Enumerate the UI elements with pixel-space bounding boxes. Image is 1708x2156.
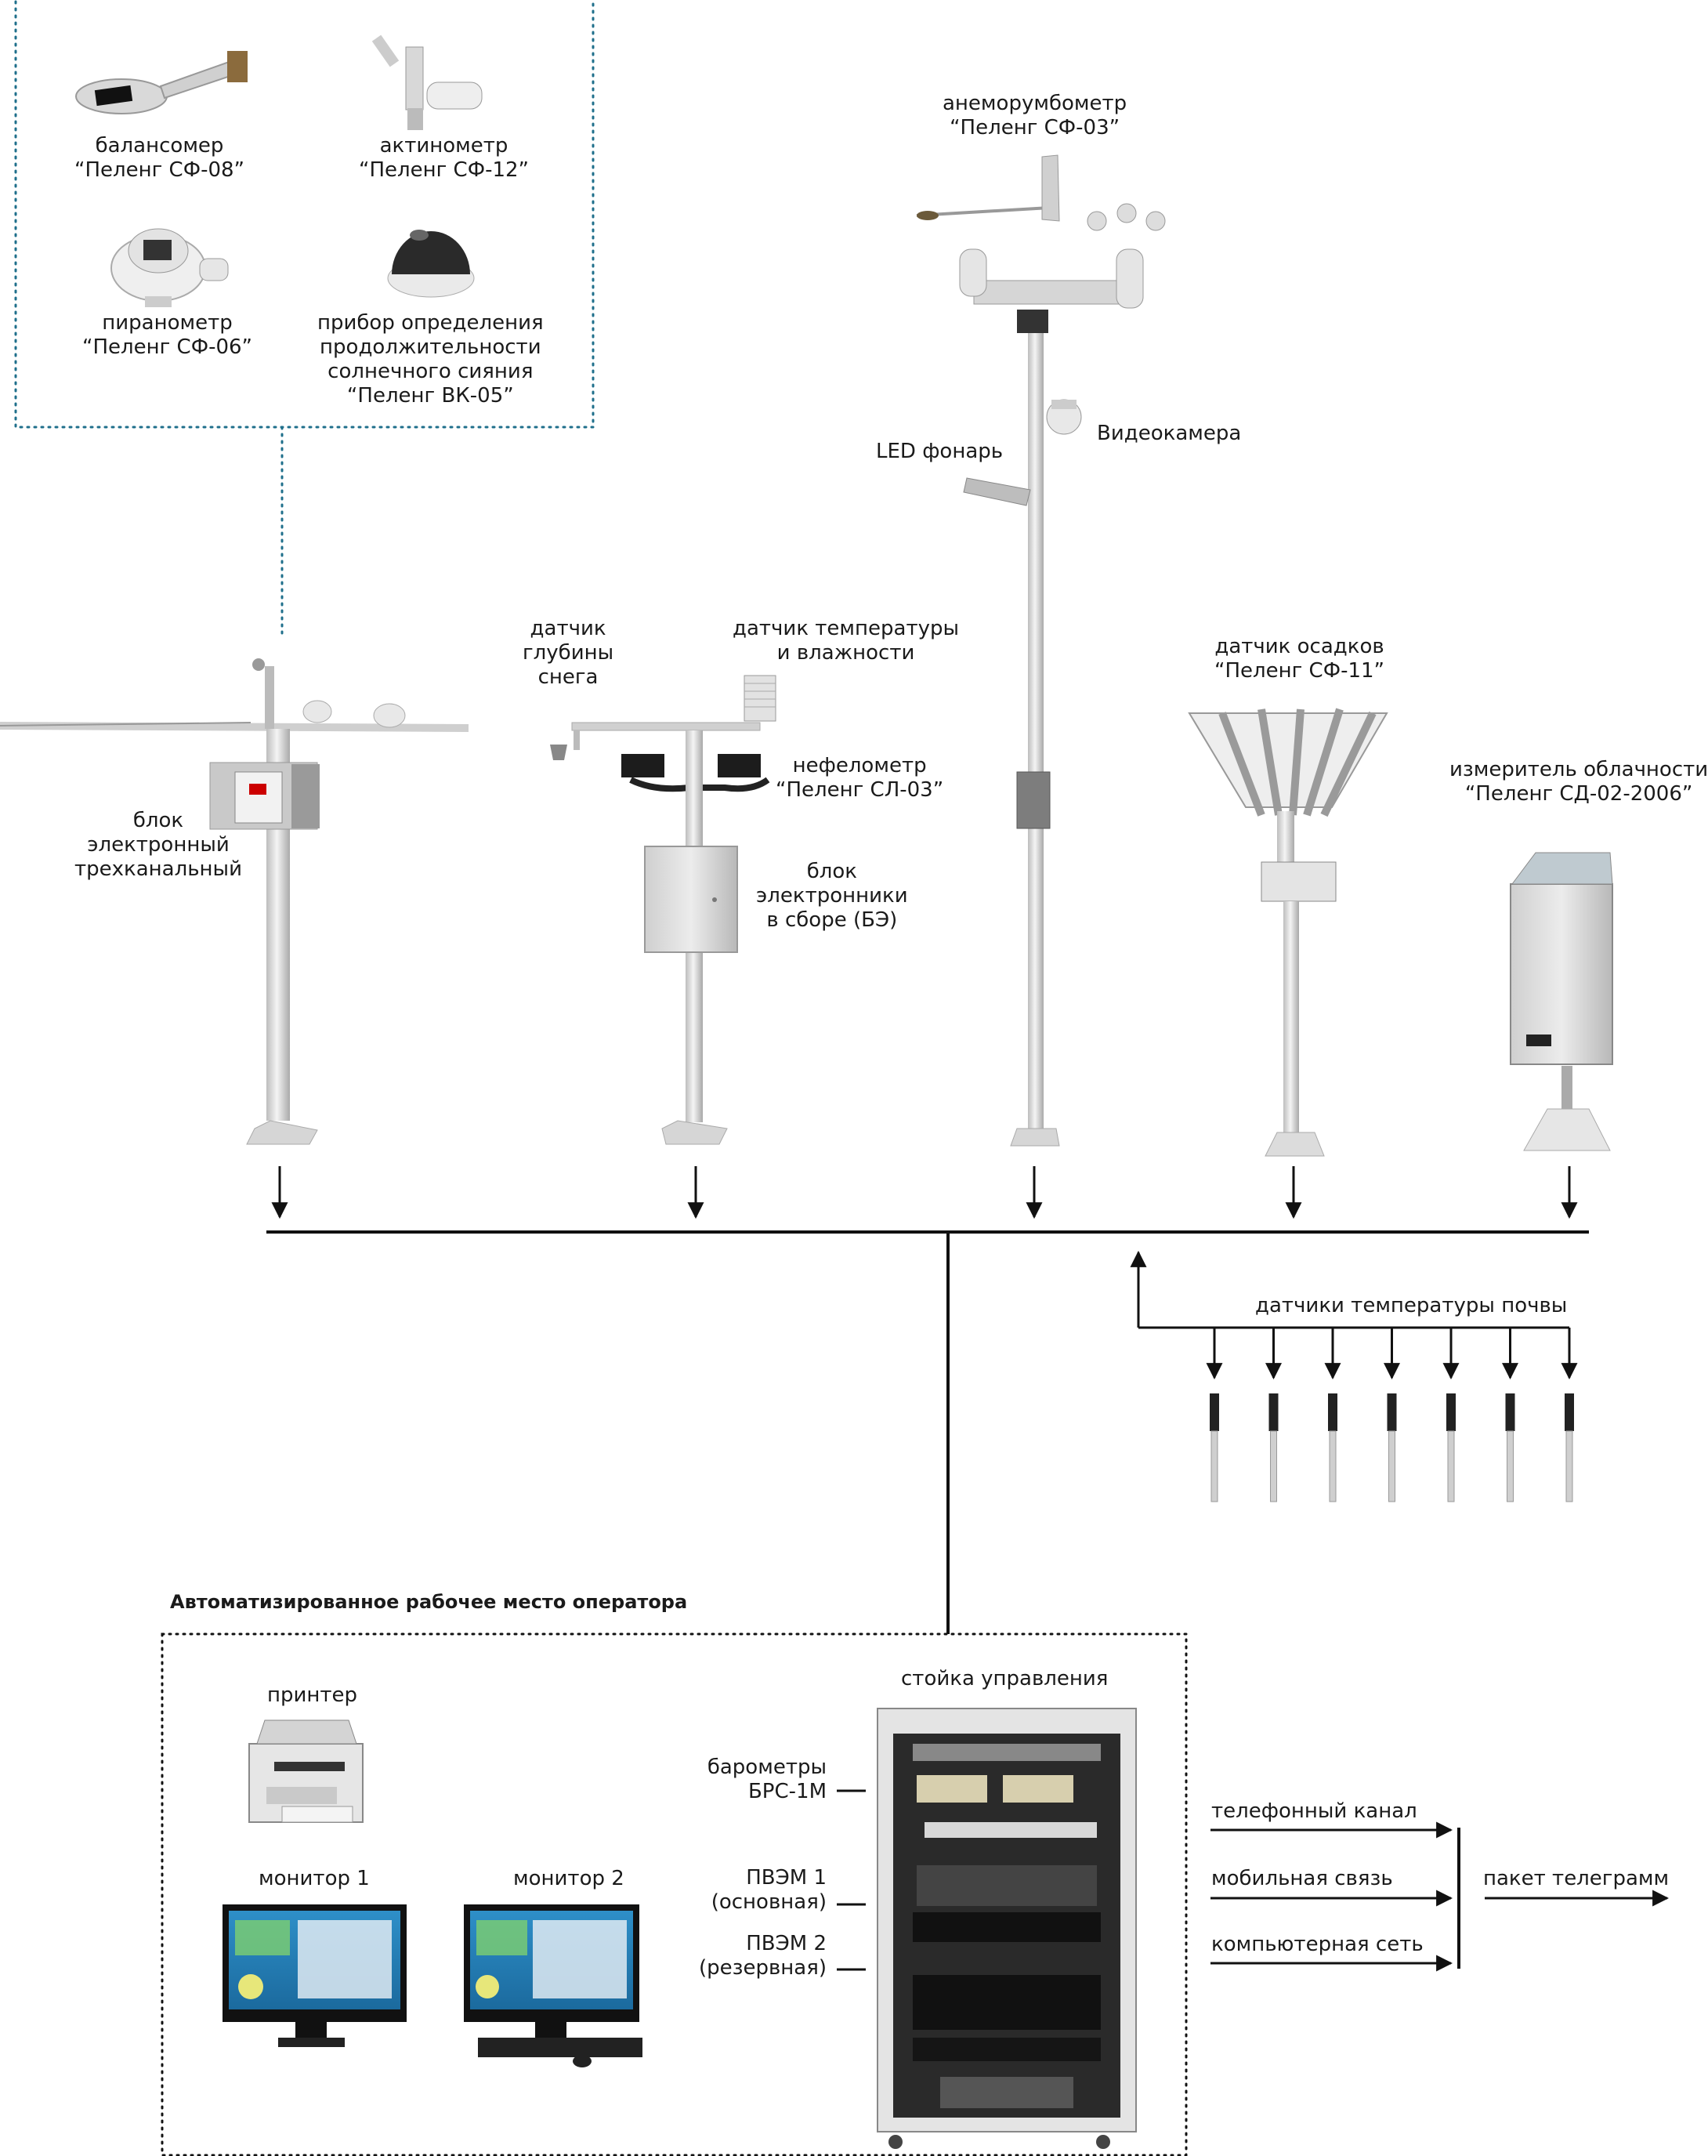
label-pc-1: ПВЭМ 1(основная) [711,1866,827,1914]
soil-probe [1442,1328,1460,1502]
rack-pointer-lines [837,1789,866,1971]
output-channels [1210,1821,1670,1972]
label-telegram-package: пакет телеграмм [1483,1867,1670,1890]
soil-probe [1502,1328,1518,1502]
label-monitor-1: монитор 1 [259,1867,370,1890]
printer-image [248,1719,364,1823]
soil-probe [1561,1328,1578,1502]
label-precipitation-sensor: датчик осадков“Пеленг СФ-11” [1214,635,1385,683]
label-balance-meter: балансомер“Пеленг СФ-08” [74,134,245,182]
left-mast [0,658,469,1145]
label-led-light: LED фонарь [876,440,1004,463]
label-soil-temp-sensors: датчики температуры почвы [1255,1294,1568,1317]
soil-probe [1384,1328,1400,1502]
soil-probe [1265,1328,1282,1502]
label-pyranometer: пиранометр“Пеленг СФ-06” [82,311,253,359]
label-pc-2: ПВЭМ 2(резервная) [698,1932,827,1980]
soil-probe [1324,1328,1341,1502]
monitor-2-image [464,1904,642,2067]
monitor-1-image [223,1904,407,2047]
soil-probes [1206,1328,1578,1502]
main-bus [266,1166,1589,1634]
label-actinometer: актинометр“Пеленг СФ-12” [359,134,530,182]
precipitation-mast [1188,708,1388,1157]
label-network-channel: компьютерная сеть [1211,1933,1424,1956]
label-nephelometer: нефелометр“Пеленг СЛ-03” [776,754,944,802]
label-cloud-meter: измеритель облачности“Пеленг СД-02-2006” [1449,758,1708,806]
workstation-box [161,1632,1188,2156]
label-video-camera: Видеокамера [1097,422,1242,445]
workstation-title: Автоматизированное рабочее место операто… [170,1591,688,1613]
sunshine-recorder-image [387,230,475,298]
pyranometer-image [110,228,229,307]
middle-mast [550,675,776,1145]
soil-probe [1206,1328,1223,1502]
label-printer: принтер [267,1683,358,1707]
label-monitor-2: монитор 2 [513,1867,624,1890]
label-phone-channel: телефонный канал [1211,1799,1417,1823]
label-anemorumbometer: анеморумбометр“Пеленг СФ-03” [943,92,1127,140]
actinometer-image [371,34,483,130]
label-mobile-channel: мобильная связь [1211,1867,1393,1890]
balance-meter-image [75,51,248,114]
label-control-rack: стойка управления [901,1667,1109,1690]
server-rack-image [877,1708,1137,2149]
radiation-sensors-box [14,0,595,640]
tall-mast [916,154,1166,1147]
cloud-meter [1510,852,1613,1151]
